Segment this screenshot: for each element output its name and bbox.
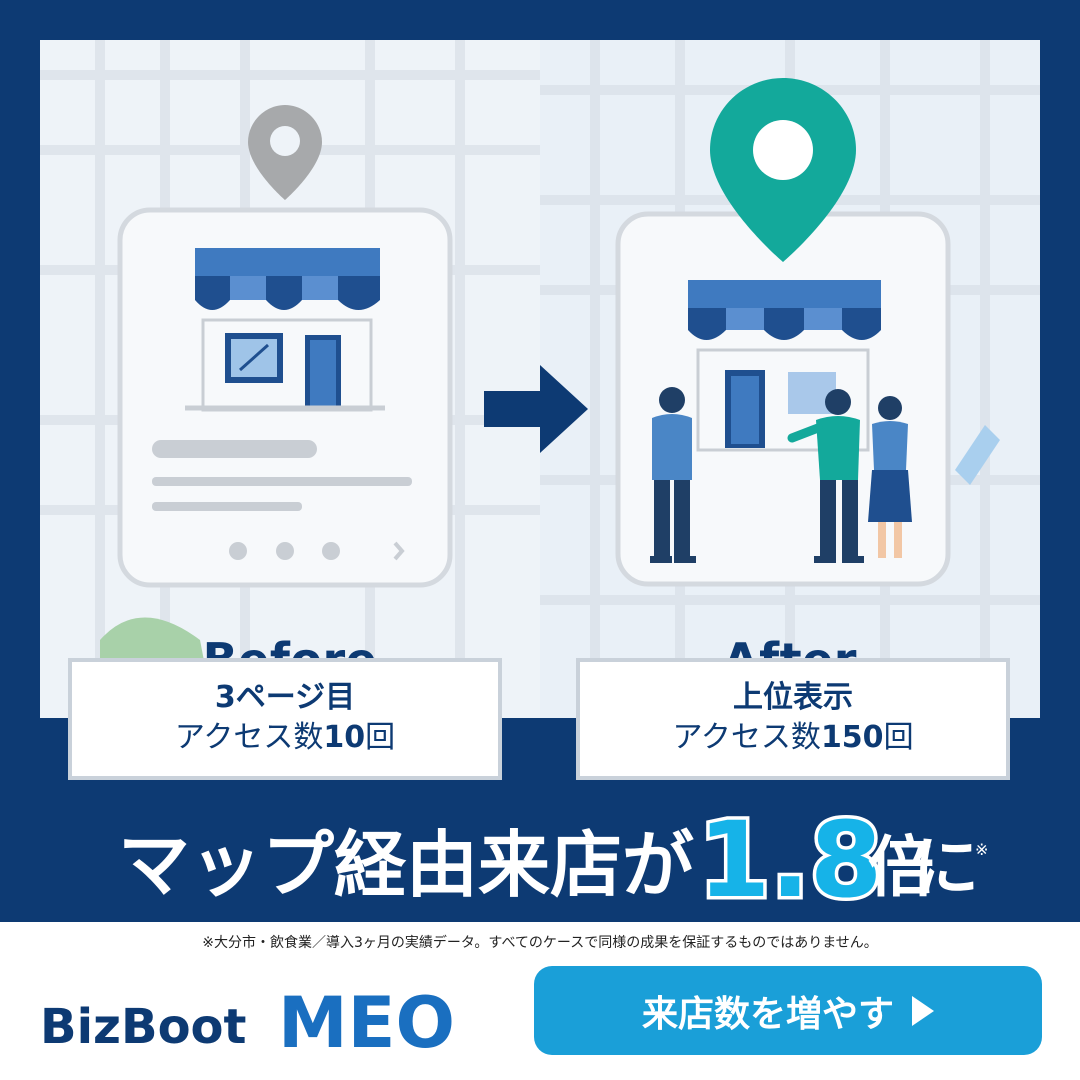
teal-map-pin-icon (710, 78, 856, 262)
after-stat-rank: 上位表示 (733, 680, 853, 715)
brand-logo: BizBoot MEO (40, 982, 455, 1064)
play-triangle-icon (912, 995, 934, 1026)
cta-button[interactable]: 来店数を増やす (534, 966, 1042, 1055)
water-shape (955, 425, 1000, 485)
before-stat-box: 3ページ目 アクセス数10回 (68, 658, 502, 780)
before-map-illustration (40, 40, 540, 718)
gray-map-pin-icon (248, 105, 322, 200)
text-placeholder (152, 477, 412, 486)
before-stat-suffix: 回 (365, 720, 396, 755)
before-stat-rank: 3ページ目 (214, 680, 356, 715)
disclaimer: ※大分市・飲食業／導入3ヶ月の実績データ。すべてのケースで同様の成果を保証するも… (202, 935, 878, 951)
after-stat-box: 上位表示 アクセス数150回 (576, 658, 1010, 780)
brand-name-part2: MEO (278, 982, 455, 1064)
headline-suffix: に (913, 829, 979, 906)
chevron-right-icon (393, 541, 405, 561)
pager-dot (229, 542, 247, 560)
text-placeholder (152, 440, 317, 458)
headline: マップ経由来店が 1.8 倍 に ※ (118, 800, 988, 910)
after-stat-number: 150 (820, 720, 884, 755)
before-panel: Before (40, 40, 540, 718)
text-placeholder (152, 502, 302, 511)
cta-label: 来店数を増やす (641, 993, 894, 1035)
before-stat-access: アクセス数10回 (72, 718, 498, 758)
pager-dot (322, 542, 340, 560)
after-panel: After (540, 40, 1040, 718)
after-map-illustration (540, 40, 1040, 718)
headline-note-mark: ※ (975, 840, 988, 859)
before-stat-prefix: アクセス数 (174, 720, 324, 755)
pager-dot (276, 542, 294, 560)
headline-number: 1.8 (698, 800, 882, 910)
customer-figure (650, 387, 696, 563)
headline-text: マップ経由来店が (118, 823, 694, 907)
headline-unit: 倍 (868, 829, 934, 906)
after-stat-access: アクセス数150回 (580, 718, 1006, 758)
brand-name-part1: BizBoot (40, 999, 246, 1055)
after-stat-suffix: 回 (883, 720, 914, 755)
store-icon (185, 248, 385, 412)
after-stat-prefix: アクセス数 (672, 720, 821, 755)
staff-figure (787, 389, 864, 563)
right-arrow-icon (484, 365, 588, 453)
customer-figure (868, 396, 912, 558)
before-stat-number: 10 (323, 720, 366, 755)
